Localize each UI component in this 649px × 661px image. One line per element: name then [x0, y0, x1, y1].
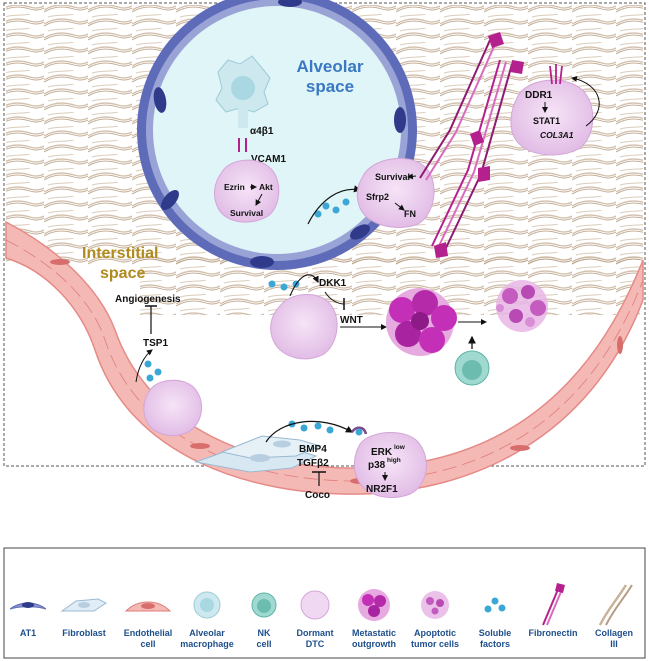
legend-label: Apoptotic [414, 628, 456, 638]
dkk1-label: DKK1 [319, 278, 347, 289]
tsp1-label: TSP1 [143, 338, 168, 349]
legend-label: factors [480, 639, 510, 649]
alveolar-macrophage-icon [193, 591, 221, 619]
bmp4-label: BMP4 [299, 444, 327, 455]
legend-label: cell [140, 639, 155, 649]
nk-cell-icon [251, 592, 277, 618]
interstitial-space-label-2: space [100, 265, 145, 282]
survival-right-label: Survival [375, 172, 410, 182]
legend-label: Metastatic [352, 628, 396, 638]
ddr1-label: DDR1 [525, 90, 553, 101]
legend-label: outgrowth [352, 639, 396, 649]
fn-label: FN [404, 209, 416, 219]
metastatic-outgrowth [386, 288, 457, 356]
legend-label: tumor cells [411, 639, 459, 649]
nk-cell [454, 350, 490, 386]
at1-cell-icon [9, 602, 47, 610]
soluble-factors-dkk1 [268, 280, 300, 291]
legend-label: Fibroblast [62, 628, 106, 638]
dormant-dtc-icon [300, 590, 330, 620]
erk-sup-label: low [394, 444, 406, 451]
sfrp2-label: Sfrp2 [366, 192, 389, 202]
fibroblast-icon [60, 598, 107, 612]
legend-label: III [610, 639, 618, 649]
stat1-label: STAT1 [533, 116, 560, 126]
legend-label: macrophage [180, 639, 234, 649]
alveolar-macrophage [215, 55, 271, 128]
legend-label: Fibronectin [529, 628, 578, 638]
dormant-dtc-center [270, 293, 338, 360]
legend-label: AT1 [20, 628, 36, 638]
legend-label: DTC [306, 639, 325, 649]
a4b1-label: α4β1 [250, 126, 274, 137]
endothelial-cell-icon [124, 601, 172, 612]
soluble-factors-icon [484, 597, 506, 613]
apoptotic-tumor-cells [496, 280, 548, 332]
legend-label: Alveolar [189, 628, 225, 638]
alveolus [137, 0, 417, 270]
fibronectin-icon [542, 583, 565, 626]
legend-label: NK [258, 628, 271, 638]
legend-label: Soluble [479, 628, 512, 638]
legend-label: Dormant [296, 628, 333, 638]
survival-left-label: Survival [230, 208, 263, 218]
interstitial-space-label-1: Interstitial [82, 245, 158, 262]
soluble-factors-bmp4 [288, 420, 334, 434]
coco-label: Coco [305, 490, 330, 501]
collagen-iii-icon [598, 584, 633, 626]
angiogenesis-label: Angiogenesis [115, 294, 181, 305]
legend-label: Collagen [595, 628, 633, 638]
fibroblasts [194, 435, 322, 473]
dormant-dtc-ddr1 [510, 64, 594, 156]
metastatic-outgrowth-icon [358, 589, 390, 621]
dormant-dtc-alveolar [214, 159, 280, 223]
alveolar-space-label-2: space [306, 77, 354, 96]
vcam1-label: VCAM1 [251, 154, 286, 165]
soluble-factors-alveolar [314, 198, 350, 218]
fibronectin-fibers [419, 32, 524, 258]
dormant-dtc-erk [350, 426, 427, 498]
soluble-factors-tsp1 [144, 360, 162, 382]
apoptotic-tumor-cells-icon [421, 591, 449, 619]
dormant-dtc-vessel [143, 379, 203, 436]
nr2f1-label: NR2F1 [366, 484, 398, 495]
akt-label: Akt [259, 182, 273, 192]
legend-label: Endothelial [124, 628, 173, 638]
erk-label: ERK [371, 447, 393, 458]
p38-label: p38 [368, 460, 386, 471]
legend-label: cell [256, 639, 271, 649]
p38-sup-label: high [387, 457, 401, 464]
col3a1-label: COL3A1 [540, 130, 574, 140]
wnt-label: WNT [340, 315, 363, 326]
tgfb2-label: TGFβ2 [297, 458, 329, 469]
alveolar-space-label-1: Alveolar [296, 57, 363, 76]
ezrin-label: Ezrin [224, 182, 245, 192]
